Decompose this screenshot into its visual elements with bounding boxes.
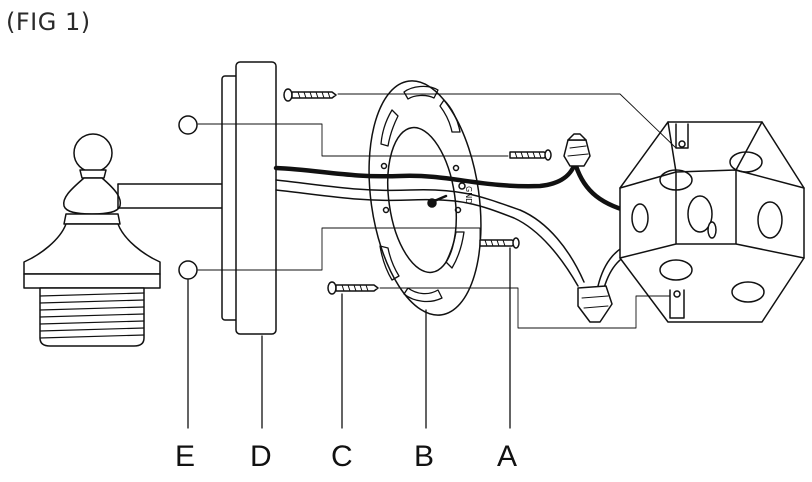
leader-lines [187,247,511,429]
mounting-plate: GND [368,80,482,316]
mounting-screw-top [283,88,337,102]
plate-screw-upper [509,149,552,161]
backplate [221,61,277,335]
plate-screw-lower [479,237,520,249]
label-b: B [414,440,434,473]
decorative-nut-lower [178,260,198,280]
label-d: D [250,440,272,473]
ground-marking: GND [464,186,473,204]
lamp-arm [117,183,227,209]
label-a: A [497,440,517,473]
label-c: C [331,440,353,473]
decorative-nut-upper [178,115,198,135]
label-e: E [175,440,195,473]
lamp-socket [23,133,161,347]
mounting-screw-bottom [327,281,379,295]
figure-title: (FIG 1) [6,8,91,36]
junction-box [619,121,805,323]
guide-lines [197,93,677,329]
wire-nut-lower [577,285,613,323]
wire-nut-upper [563,133,591,167]
